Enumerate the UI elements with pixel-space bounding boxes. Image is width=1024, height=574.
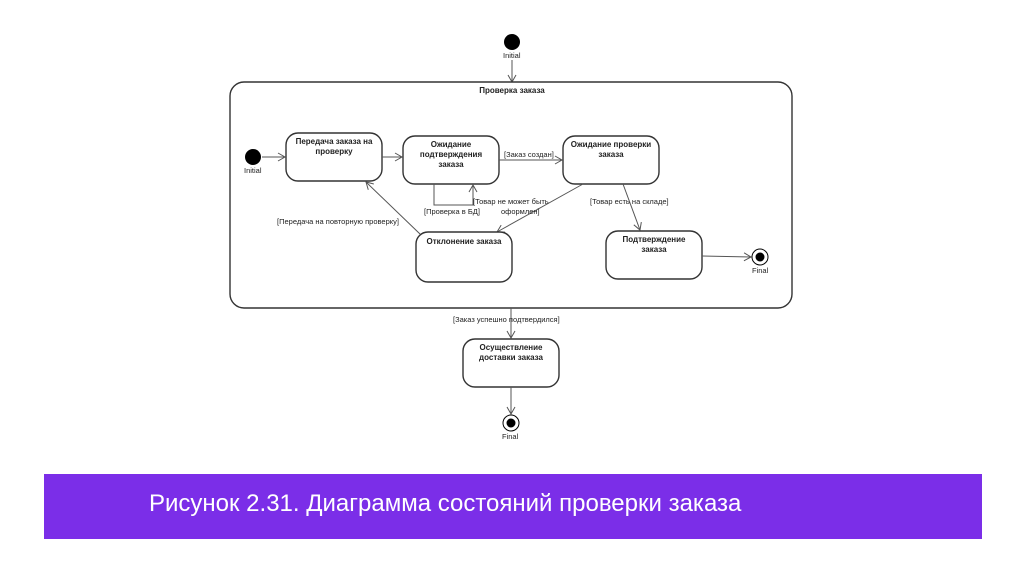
label-db-check: [Проверка в БД] — [424, 207, 480, 216]
state-diagram: Initial Проверка заказа Initial Передача… — [229, 34, 793, 441]
caption-banner: Рисунок 2.31. Диаграмма состояний провер… — [44, 474, 982, 539]
state-transfer-line2: проверку — [315, 147, 353, 156]
state-transfer-line1: Передача заказа на — [296, 137, 373, 146]
label-order-created: [Заказ создан] — [504, 150, 554, 159]
state-delivery-line2: доставки заказа — [479, 353, 543, 362]
final-node-inner-core — [755, 252, 765, 262]
state-await-check-line2: заказа — [598, 150, 624, 159]
state-delivery-line1: Осуществление — [479, 343, 543, 352]
figure-caption: Рисунок 2.31. Диаграмма состояний провер… — [149, 490, 742, 517]
label-cannot-form-line2: оформлен] — [501, 207, 540, 216]
state-confirm-line2: заказа — [641, 245, 667, 254]
initial-node-inner — [245, 149, 261, 165]
edge-reject-to-transfer — [365, 181, 421, 235]
state-await-check-line1: Ожидание проверки — [571, 140, 652, 149]
final-label-inner: Final — [752, 266, 769, 275]
edge-await-check-to-reject — [496, 183, 584, 233]
label-in-stock: [Товар есть на складе] — [590, 197, 669, 206]
edge-db-check-loop — [433, 183, 478, 206]
state-reject-line1: Отклонение заказа — [427, 237, 503, 246]
state-await-check — [562, 135, 660, 185]
edge-confirm-to-final — [701, 252, 753, 262]
final-node-bottom-core — [506, 418, 516, 428]
label-resend: [Передача на повторную проверку] — [277, 217, 399, 226]
initial-node-top — [504, 34, 520, 50]
edge-await-check-to-confirm — [622, 183, 642, 231]
state-await-confirm-line3: заказа — [438, 160, 464, 169]
label-cannot-form-line1: [Товар не может быть — [473, 197, 549, 206]
final-label-bottom: Final — [502, 432, 519, 441]
state-await-confirm-line1: Ожидание — [431, 140, 472, 149]
state-confirm-order — [605, 230, 703, 280]
label-confirmed: [Заказ успешно подтвердился] — [453, 315, 560, 324]
state-reject-order — [415, 231, 513, 283]
state-confirm-line1: Подтверждение — [623, 235, 687, 244]
composite-state-title: Проверка заказа — [479, 86, 545, 95]
state-await-confirm-line2: подтверждения — [420, 150, 483, 159]
initial-label-top: Initial — [503, 51, 521, 60]
initial-label-inner: Initial — [244, 166, 262, 175]
